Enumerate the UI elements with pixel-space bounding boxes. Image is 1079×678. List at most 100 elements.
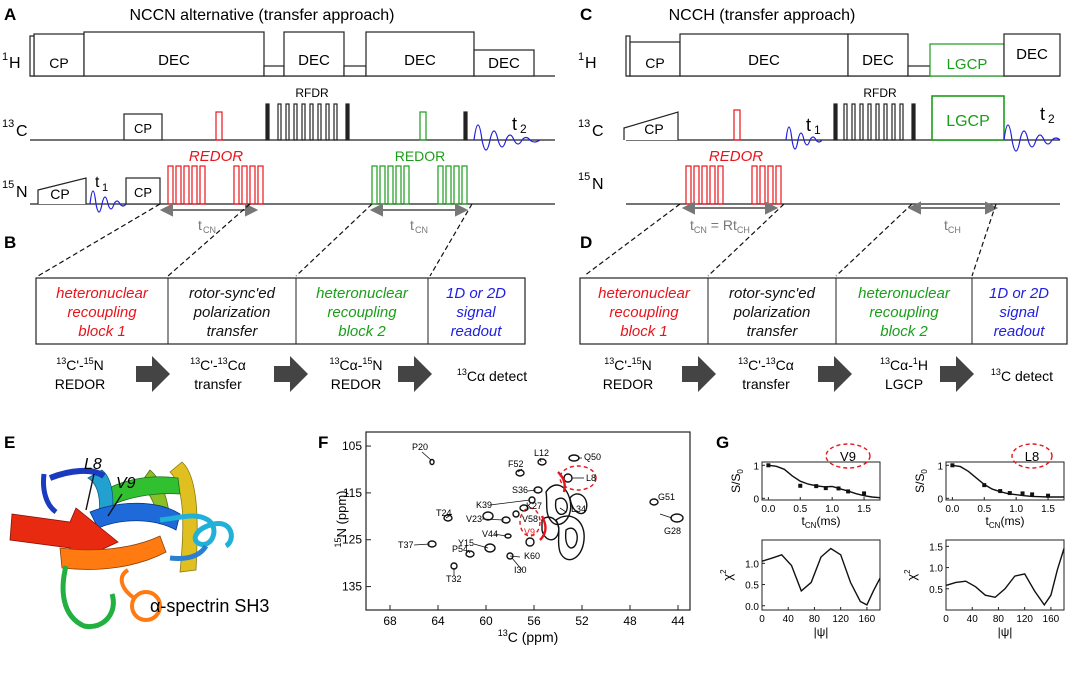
c-redor-label: REDOR xyxy=(709,148,763,165)
svg-text:rotor-sync'ed: rotor-sync'ed xyxy=(729,285,816,302)
block-d-1: heteronuclear recoupling block 1 xyxy=(598,285,691,340)
panel-a-title: NCCN alternative (transfer approach) xyxy=(130,7,395,24)
svg-text:signal: signal xyxy=(999,304,1039,321)
panel-b: B heteronuclear recoupling block 1 rotor… xyxy=(4,233,527,392)
y-tick-v9-chi2-2: 1.0 xyxy=(745,559,759,570)
svg-text:1D or 2D: 1D or 2D xyxy=(446,285,506,302)
plot-frame-v9-decay xyxy=(761,461,881,501)
spectrum-xlabel: 13C (ppm) xyxy=(498,628,559,645)
arrow-b-1 xyxy=(136,356,170,392)
panel-a: A NCCN alternative (transfer approach) 1… xyxy=(2,5,555,277)
spectrum-ylabel: 15N (ppm) xyxy=(333,491,349,548)
panel-label-e: E xyxy=(4,433,15,452)
steps-d: 13C'-15N REDOR 13C'-13Cα transfer 13Cα-1… xyxy=(603,356,1053,392)
x-tick-l8-chi2-4: 160 xyxy=(1043,614,1060,625)
step-arrows-b xyxy=(136,356,432,392)
ylabel-l8-chi2: χ2 xyxy=(903,569,919,581)
step-d-3-label: LGCP xyxy=(885,376,923,392)
c-t2-label: t xyxy=(1040,104,1045,124)
tag-l8 xyxy=(1011,443,1053,469)
c-pulse-line-13c xyxy=(623,95,1060,141)
step-d-3: 13Cα-1H xyxy=(880,356,928,373)
circle-v9 xyxy=(519,507,541,537)
redor-train-red xyxy=(167,165,264,205)
t2-label: t xyxy=(512,114,517,134)
c-cp-label-1h: CP xyxy=(645,55,664,71)
c-rfdr-label: RFDR xyxy=(863,86,897,100)
y-tick-v9-decay-1: 1 xyxy=(753,461,759,472)
plot-frame-v9-chi2 xyxy=(761,539,881,611)
point-v9-decay-0 xyxy=(766,463,771,468)
xlabel-l8-chi2: |ψ| xyxy=(998,625,1013,639)
redor-label-red: REDOR xyxy=(189,148,243,165)
c-tch-arrow xyxy=(907,201,999,215)
t1-sub: 1 xyxy=(102,182,108,194)
channel-15n-label: N xyxy=(16,184,28,201)
step-d-4: 13C detect xyxy=(991,367,1053,384)
block-b-4: 1D or 2D signal readout xyxy=(446,285,506,340)
x-tick-v9-decay-0: 0.0 xyxy=(761,504,775,515)
c-lgcp-label-1h: LGCP xyxy=(947,56,988,73)
channel-1h-sup: 1 xyxy=(2,51,8,63)
x-tick-v9-chi2-1: 40 xyxy=(783,614,795,625)
panel-d: D heteronuclear recoupling block 1 rotor… xyxy=(579,233,1068,392)
ylabel-v9-chi2: χ2 xyxy=(719,569,735,581)
step-b-2: 13C'-13Cα xyxy=(190,356,246,373)
step-b-3-label: REDOR xyxy=(331,376,382,392)
c-channel-1h-label: H xyxy=(585,55,597,72)
c-channel-13c-sup: 13 xyxy=(578,118,590,130)
block-d-2: rotor-sync'ed polarization transfer xyxy=(729,285,816,340)
residue-label-v9: V9 xyxy=(116,475,136,492)
block-b-1: heteronuclear recoupling block 1 xyxy=(56,285,149,340)
step-arrows-d xyxy=(682,356,974,392)
dec-label-2: DEC xyxy=(298,52,330,69)
c-tcn-label: tCN = RtCH xyxy=(690,217,750,235)
spectrum-y-tick-2: 125 xyxy=(342,533,362,547)
svg-text:readout: readout xyxy=(994,323,1046,340)
curve-v9-chi2 xyxy=(761,547,881,606)
ylabel-v9-decay: S/S0 xyxy=(729,469,745,493)
cp-label-13c: CP xyxy=(134,121,152,136)
panel-label-d: D xyxy=(580,233,592,252)
xlabel-v9-chi2: |ψ| xyxy=(814,625,829,639)
tcn-label-2: t xyxy=(410,217,414,233)
point-v9-decay-1 xyxy=(798,483,803,488)
point-v9-decay-6 xyxy=(862,491,867,496)
point-l8-decay-1 xyxy=(982,483,987,488)
svg-text:heteronuclear: heteronuclear xyxy=(56,285,149,302)
panel-e: E L8 V9 α-spectrin SH3 xyxy=(4,433,269,630)
pulse-line-13c xyxy=(30,103,555,141)
c-t1-label: t xyxy=(806,115,811,135)
peak-p54: P54 xyxy=(452,544,468,554)
svg-text:recoupling: recoupling xyxy=(869,304,939,321)
svg-text:signal: signal xyxy=(456,304,496,321)
cp-label-15n-2: CP xyxy=(134,185,152,200)
c-channel-1h-sup: 1 xyxy=(578,51,584,63)
svg-text:polarization: polarization xyxy=(733,304,811,321)
peak-g51: G51 xyxy=(658,492,675,502)
x-tick-l8-chi2-2: 80 xyxy=(993,614,1005,625)
c-redor-train xyxy=(685,165,782,205)
svg-text:recoupling: recoupling xyxy=(67,304,137,321)
peak-t24: T24 xyxy=(436,508,452,518)
connectors-c-d xyxy=(583,203,997,277)
panel-label-b: B xyxy=(4,233,16,252)
cp-label-15n: CP xyxy=(50,186,69,202)
point-l8-decay-5 xyxy=(1030,492,1035,497)
channel-1h-label: H xyxy=(9,55,21,72)
point-l8-decay-6 xyxy=(1046,493,1051,498)
y-tick-v9-chi2-1: 0.5 xyxy=(745,581,759,592)
block-d-3: heteronuclear recoupling block 2 xyxy=(858,285,951,340)
plot-frame-l8-chi2 xyxy=(945,539,1065,611)
step-b-1: 13C'-15N xyxy=(56,356,104,373)
x-tick-l8-decay-1: 0.5 xyxy=(977,504,991,515)
block-row-d xyxy=(579,277,1068,345)
c-t1-sub: 1 xyxy=(814,123,821,137)
svg-text:block 1: block 1 xyxy=(78,323,126,340)
connectors-a-b xyxy=(37,203,473,277)
c-dec-label-1: DEC xyxy=(748,52,780,69)
